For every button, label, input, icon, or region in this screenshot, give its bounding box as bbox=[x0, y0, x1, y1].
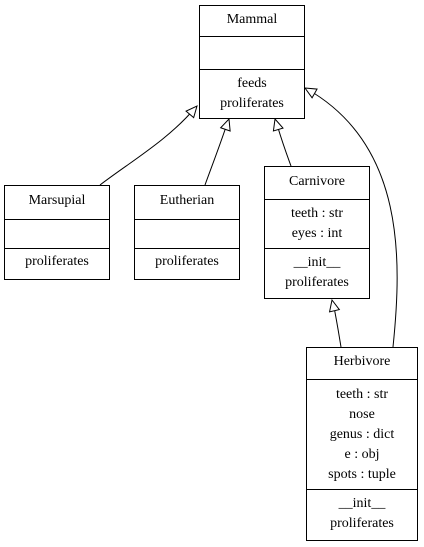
class-carnivore-name-section: Carnivore bbox=[265, 167, 369, 199]
class-marsupial[interactable]: Marsupial proliferates bbox=[4, 185, 110, 280]
class-herbivore-attribute: nose bbox=[349, 407, 375, 422]
class-marsupial-methods: proliferates bbox=[5, 248, 109, 279]
class-marsupial-method: proliferates bbox=[25, 254, 89, 269]
class-herbivore-attribute: spots : tuple bbox=[328, 467, 396, 482]
class-carnivore-method: __init__ bbox=[293, 255, 341, 270]
class-carnivore[interactable]: Carnivore teeth : str eyes : int __init_… bbox=[264, 166, 370, 299]
class-mammal-method: feeds bbox=[237, 76, 267, 91]
class-mammal-methods: feeds proliferates bbox=[200, 69, 304, 118]
inheritance-arrowhead-icon bbox=[185, 105, 198, 119]
class-herbivore-attribute: teeth : str bbox=[335, 387, 389, 402]
class-carnivore-methods: __init__ proliferates bbox=[265, 248, 369, 298]
inheritance-arrowhead-icon bbox=[272, 117, 284, 132]
class-carnivore-name: Carnivore bbox=[289, 174, 345, 189]
class-mammal-method: proliferates bbox=[220, 96, 284, 111]
class-carnivore-attribute: eyes : int bbox=[291, 226, 343, 241]
class-carnivore-method: proliferates bbox=[285, 275, 349, 290]
class-herbivore[interactable]: Herbivore teeth : str nose genus : dict … bbox=[306, 347, 418, 541]
class-carnivore-attribute: teeth : str bbox=[290, 206, 344, 221]
class-eutherian-name: Eutherian bbox=[159, 193, 215, 208]
class-herbivore-name-section: Herbivore bbox=[307, 348, 417, 379]
class-eutherian-method: proliferates bbox=[155, 254, 219, 269]
inheritance-arrowhead-icon bbox=[328, 298, 341, 313]
class-mammal-attributes bbox=[200, 36, 304, 69]
class-marsupial-name: Marsupial bbox=[28, 193, 86, 208]
class-eutherian-name-section: Eutherian bbox=[135, 186, 239, 219]
class-marsupial-name-section: Marsupial bbox=[5, 186, 109, 219]
class-eutherian[interactable]: Eutherian proliferates bbox=[134, 185, 240, 280]
edge-eutherian-to-mammal bbox=[204, 120, 229, 186]
class-eutherian-methods: proliferates bbox=[135, 248, 239, 279]
class-mammal[interactable]: Mammal feeds proliferates bbox=[199, 5, 305, 119]
edge-marsupial-to-mammal bbox=[99, 107, 196, 186]
class-herbivore-attribute: e : obj bbox=[344, 447, 380, 462]
class-herbivore-attributes: teeth : str nose genus : dict e : obj sp… bbox=[307, 379, 417, 489]
class-marsupial-attributes bbox=[5, 219, 109, 248]
class-herbivore-name: Herbivore bbox=[333, 354, 391, 369]
class-herbivore-method: __init__ bbox=[338, 496, 386, 511]
class-carnivore-attributes: teeth : str eyes : int bbox=[265, 199, 369, 248]
class-mammal-name-section: Mammal bbox=[200, 6, 304, 36]
edge-herbivore-to-mammal bbox=[306, 88, 398, 348]
class-herbivore-method: proliferates bbox=[330, 516, 394, 531]
inheritance-arrowhead-icon bbox=[219, 117, 231, 132]
class-herbivore-methods: __init__ proliferates bbox=[307, 489, 417, 540]
inheritance-arrowhead-icon bbox=[303, 87, 318, 99]
class-mammal-name: Mammal bbox=[226, 12, 278, 27]
class-eutherian-attributes bbox=[135, 219, 239, 248]
class-herbivore-attribute: genus : dict bbox=[329, 427, 395, 442]
